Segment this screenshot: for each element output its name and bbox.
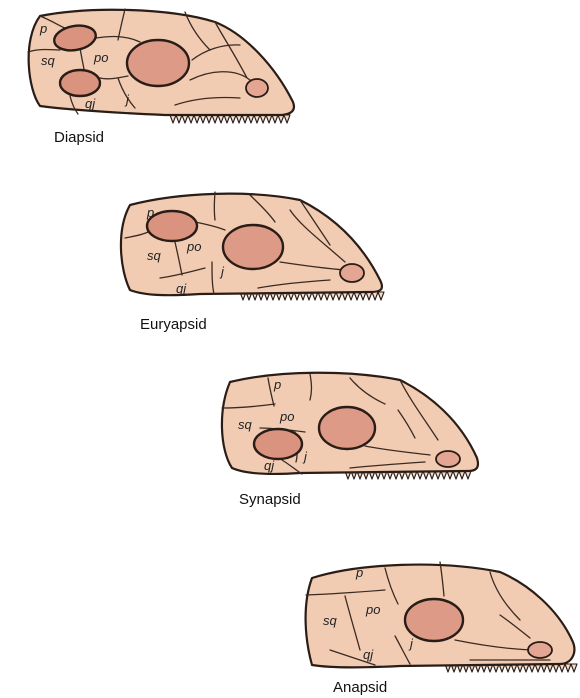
label-qj: qj xyxy=(264,458,275,473)
label-qj: qj xyxy=(176,281,187,296)
anapsid-orbit xyxy=(405,599,463,641)
label-p: p xyxy=(273,377,281,392)
synapsid-temporal-fenestra xyxy=(254,429,302,459)
label-qj: qj xyxy=(363,647,374,662)
skull-diapsid: p sq po qj j Diapsid xyxy=(28,9,294,146)
label-sq: sq xyxy=(238,417,253,432)
diapsid-teeth xyxy=(170,115,290,123)
euryapsid-nostril xyxy=(340,264,364,282)
label-po: po xyxy=(365,602,380,617)
diapsid-lower-temporal-fenestra xyxy=(60,70,100,96)
synapsid-orbit xyxy=(319,407,375,449)
skull-euryapsid: p sq po qj j Euryapsid xyxy=(121,192,384,333)
label-p: p xyxy=(39,21,47,36)
label-po: po xyxy=(93,50,108,65)
label-p: p xyxy=(355,565,363,580)
skull-synapsid: p sq po qj j Synapsid xyxy=(222,373,478,508)
caption-euryapsid: Euryapsid xyxy=(140,316,207,333)
diapsid-orbit xyxy=(127,40,189,86)
caption-anapsid: Anapsid xyxy=(333,679,387,696)
synapsid-nostril xyxy=(436,451,460,467)
label-p: p xyxy=(146,205,154,220)
diapsid-nostril xyxy=(246,79,268,97)
skull-anapsid: p sq po qj j Anapsid xyxy=(306,562,577,696)
label-sq: sq xyxy=(147,248,162,263)
anapsid-nostril xyxy=(528,642,552,658)
label-qj: qj xyxy=(85,96,96,111)
label-po: po xyxy=(186,239,201,254)
euryapsid-orbit xyxy=(223,225,283,269)
caption-synapsid: Synapsid xyxy=(239,491,301,508)
label-sq: sq xyxy=(41,53,56,68)
label-po: po xyxy=(279,409,294,424)
caption-diapsid: Diapsid xyxy=(54,129,104,146)
label-sq: sq xyxy=(323,613,338,628)
euryapsid-upper-temporal-fenestra xyxy=(147,211,197,241)
